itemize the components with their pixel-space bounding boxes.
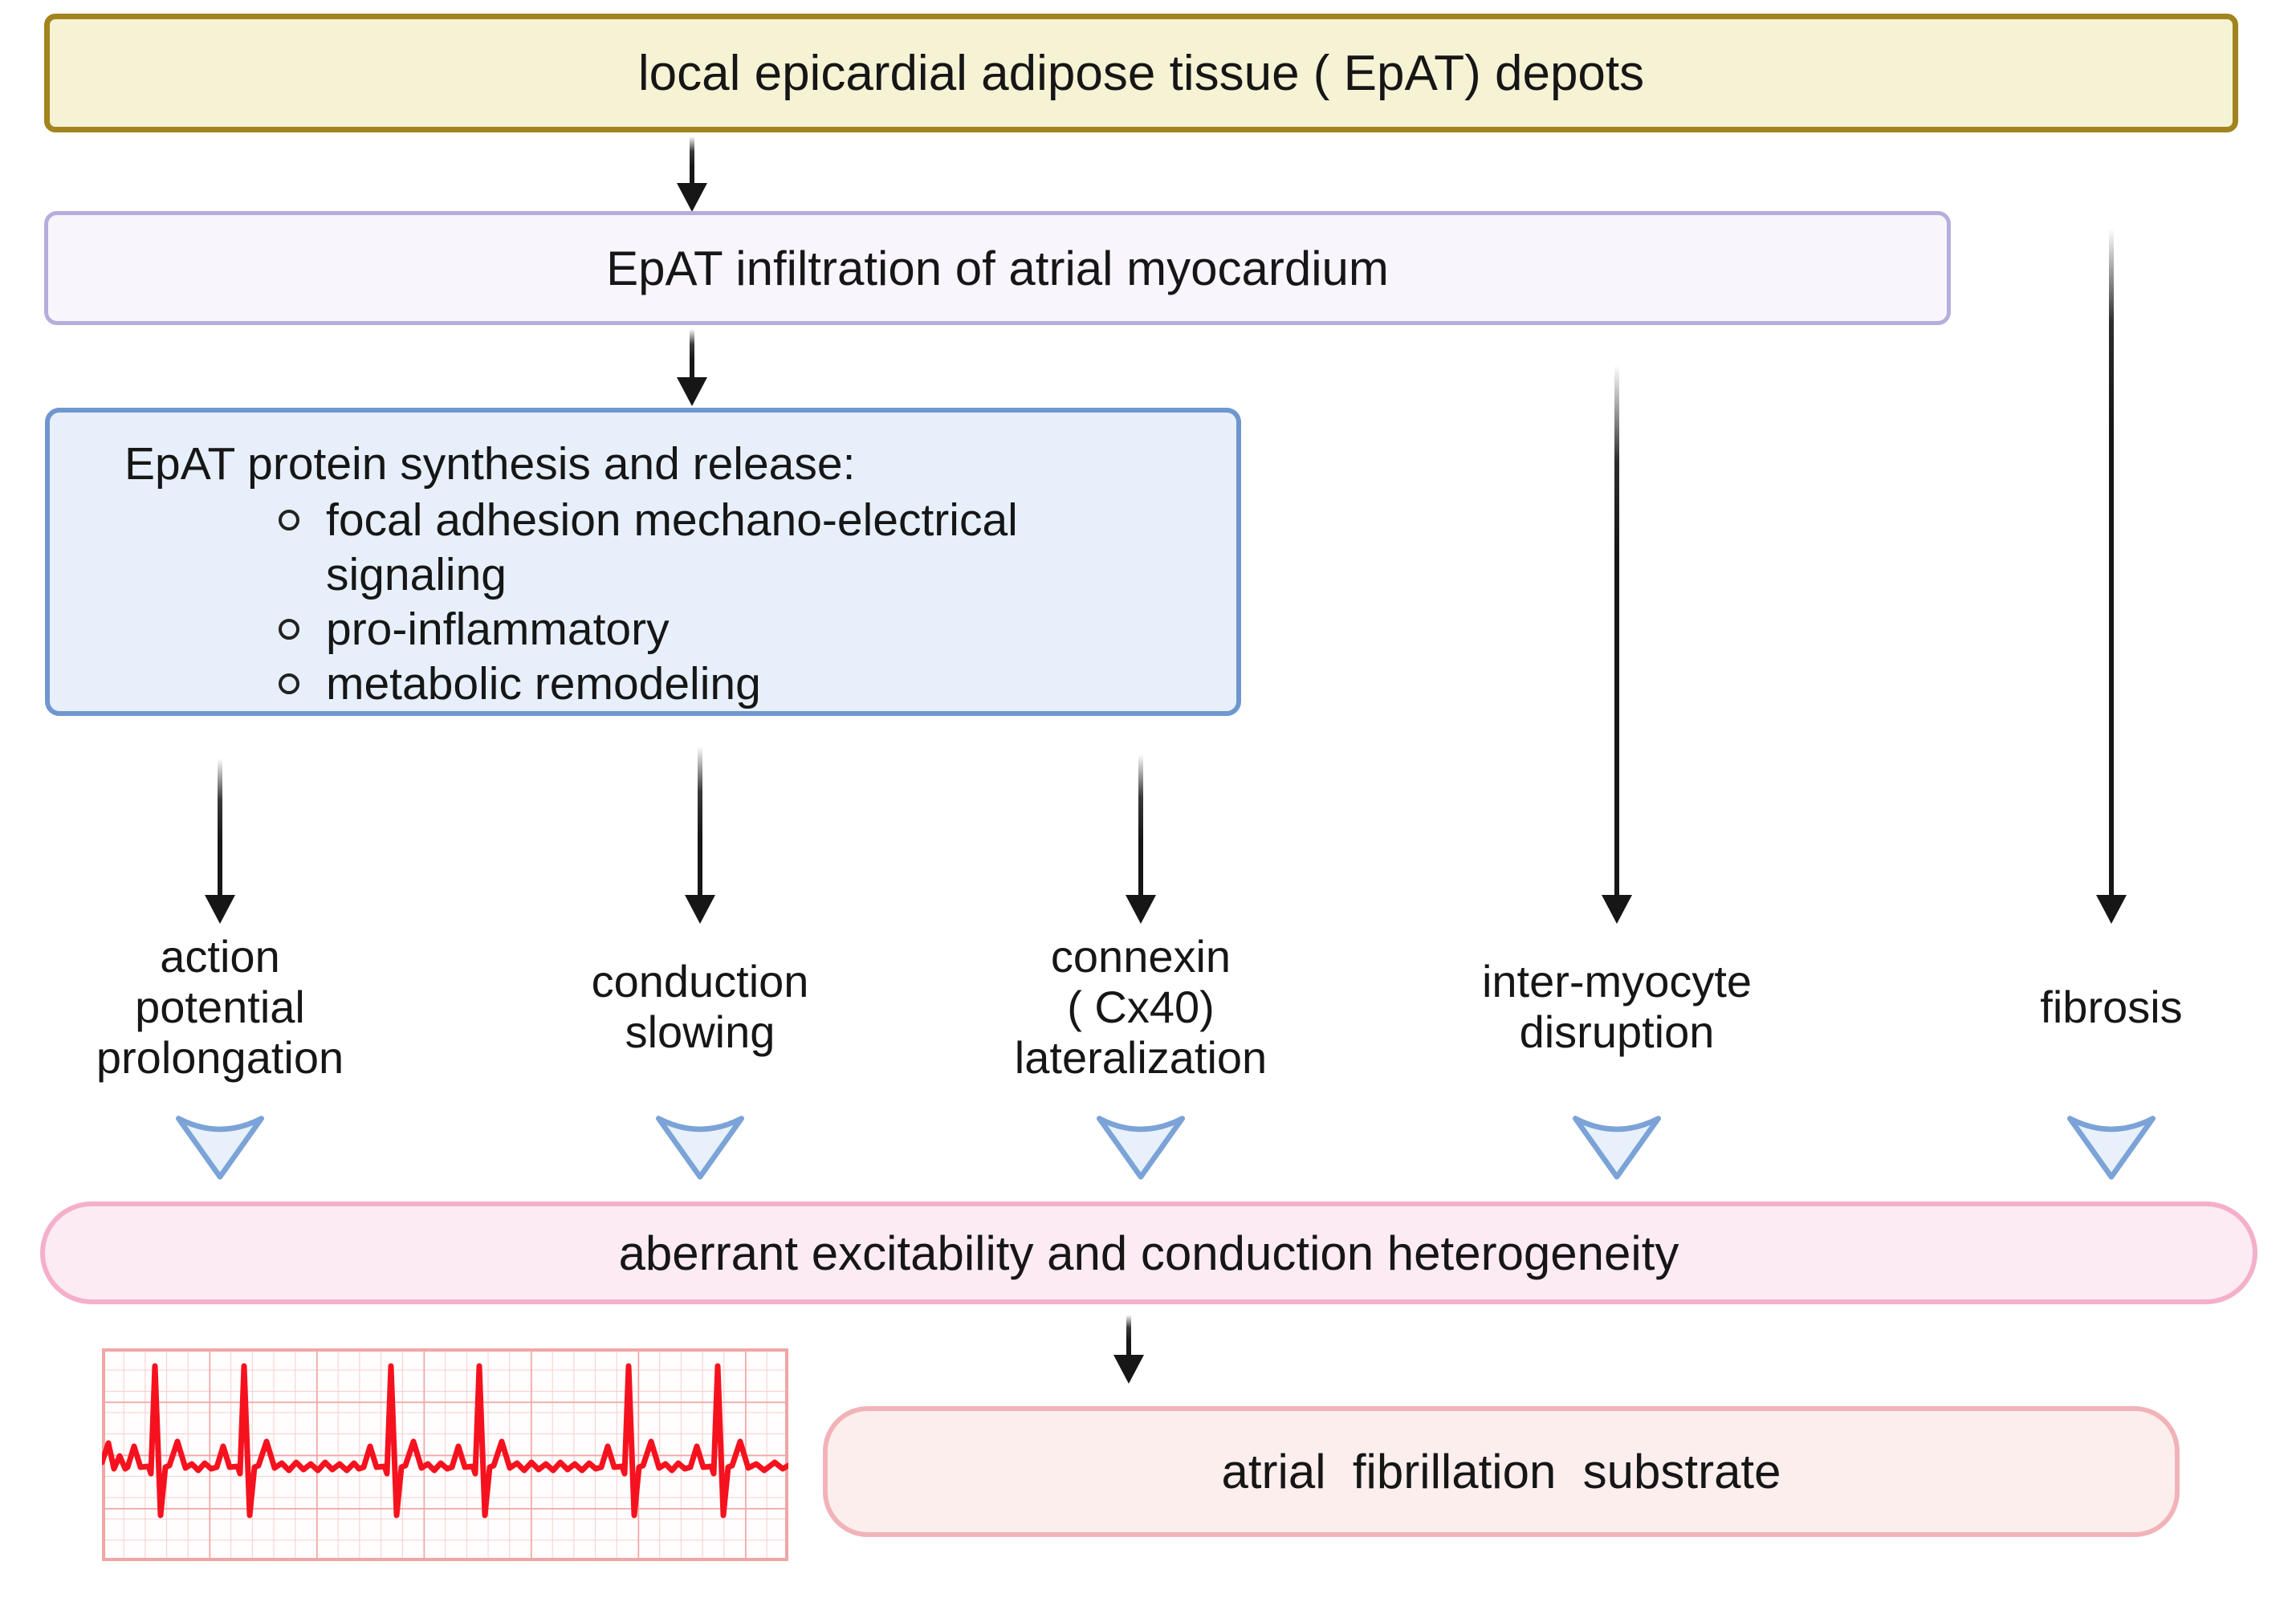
arrow-to-af-substrate <box>1113 1315 1144 1384</box>
label-line: inter-myocyte <box>1481 956 1753 1006</box>
bullet-text: pro-inflammatory <box>326 604 670 655</box>
box-epat-depots: local epicardial adipose tissue ( EpAT) … <box>44 14 2238 132</box>
box-af-substrate: atrial fibrillation substrate <box>823 1406 2180 1537</box>
arrow-to-conduction-slowing <box>685 746 715 924</box>
arrow-head-icon <box>205 895 235 924</box>
bullet-text: focal adhesion mechano-electrical signal… <box>326 494 1018 600</box>
arrow-infiltration-to-synthesis <box>677 329 707 406</box>
bullet-text: metabolic remodeling <box>326 658 761 710</box>
arrow-shaft <box>698 746 702 897</box>
label-line: disruption <box>1519 1006 1715 1057</box>
arrow-head-icon <box>677 377 707 406</box>
arrow-to-fibrosis <box>2096 229 2127 924</box>
arrow-to-action-potential <box>205 758 235 924</box>
arrow-head-icon <box>1126 895 1156 924</box>
arrow-shaft <box>1614 365 1619 897</box>
arrow-shaft <box>218 758 222 897</box>
label-line: slowing <box>625 1006 776 1057</box>
label-line: lateralization <box>1014 1031 1268 1083</box>
arrow-head-icon <box>677 183 707 212</box>
label-line: connexin <box>1050 930 1231 982</box>
ecg-trace <box>102 1363 788 1519</box>
arrow-depots-to-infiltration <box>677 136 707 212</box>
label-intermyocyte-disruption: inter-myocyte disruption <box>1408 921 1826 1092</box>
arrow-head-icon <box>1602 895 1632 924</box>
bullet-item: focal adhesion mechano-electrical signal… <box>124 493 1097 602</box>
chevron-down-icon <box>656 1116 744 1180</box>
label-fibrosis: fibrosis <box>1951 921 2272 1092</box>
bullet-circle-icon <box>279 619 299 640</box>
label-line: action <box>160 930 280 982</box>
label-conduction-slowing: conduction slowing <box>531 921 869 1092</box>
chevron-down-icon <box>2067 1116 2156 1180</box>
box-epat-depots-label: local epicardial adipose tissue ( EpAT) … <box>637 45 1645 101</box>
bullet-item: metabolic remodeling <box>124 657 1097 711</box>
label-line: potential <box>135 981 305 1032</box>
chevron-down-icon <box>175 1116 264 1180</box>
arrow-shaft <box>690 329 694 380</box>
arrow-head-icon <box>1113 1355 1144 1384</box>
label-line: ( Cx40) <box>1067 981 1215 1032</box>
box-aberrant-excitability: aberrant excitability and conduction het… <box>40 1202 2257 1304</box>
label-line: fibrosis <box>2040 981 2183 1032</box>
arrow-to-connexin <box>1126 754 1156 924</box>
arrow-to-intermyocyte <box>1602 365 1632 924</box>
label-connexin-lateralization: connexin ( Cx40) lateralization <box>980 921 1301 1092</box>
arrow-shaft <box>1138 754 1143 897</box>
bullet-circle-icon <box>279 673 299 694</box>
ecg-strip-image <box>102 1348 788 1561</box>
box-epat-synthesis-header: EpAT protein synthesis and release: <box>124 438 856 490</box>
label-line: conduction <box>591 956 809 1006</box>
bullet-circle-icon <box>279 510 299 531</box>
label-line: prolongation <box>96 1031 344 1083</box>
box-af-substrate-label: atrial fibrillation substrate <box>1221 1445 1781 1498</box>
arrow-shaft <box>690 136 694 186</box>
box-epat-infiltration-label: EpAT infiltration of atrial myocardium <box>606 241 1389 295</box>
box-aberrant-excitability-label: aberrant excitability and conduction het… <box>618 1226 1679 1280</box>
chevron-down-icon <box>1097 1116 1185 1180</box>
arrow-shaft <box>2109 229 2114 897</box>
bullet-item: pro-inflammatory <box>124 602 1097 657</box>
arrow-shaft <box>1126 1315 1131 1358</box>
box-epat-infiltration: EpAT infiltration of atrial myocardium <box>44 211 1951 325</box>
box-epat-synthesis: EpAT protein synthesis and release: foca… <box>45 408 1241 716</box>
label-action-potential-prolongation: action potential prolongation <box>75 921 364 1092</box>
arrow-head-icon <box>685 895 715 924</box>
chevron-down-icon <box>1573 1116 1661 1180</box>
arrow-head-icon <box>2096 895 2127 924</box>
synthesis-bullet-list: focal adhesion mechano-electrical signal… <box>124 493 1204 711</box>
